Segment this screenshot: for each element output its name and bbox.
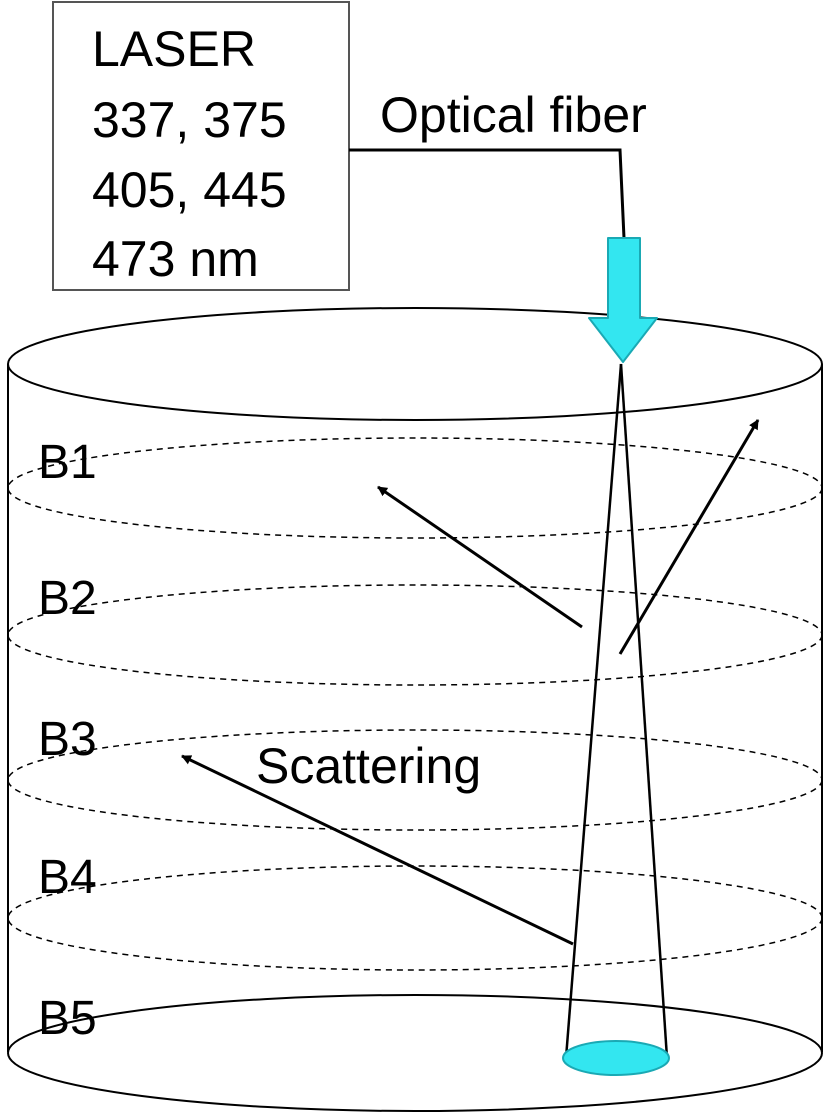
laser-box: LASER 337, 375 405, 445 473 nm [52,1,350,291]
layer-boundaries [7,437,823,971]
light-cone [564,363,669,1059]
incident-beam-arrow [588,237,658,363]
laser-box-line-1: LASER [92,21,256,77]
band-label-b4: B4 [38,851,97,904]
laser-box-line-2: 337, 375 [92,92,287,148]
cylinder-top-surface [7,307,823,421]
laser-box-frame [52,1,350,291]
band-label-b5: B5 [38,992,97,1045]
laser-box-line-3: 405, 445 [92,162,287,218]
layer-boundary-b1 [7,437,823,539]
scatter-arrow-upper-right [618,419,760,655]
cylinder-bottom-surface [7,994,823,1112]
band-label-b2: B2 [38,572,97,625]
scatter-arrows [181,419,760,946]
scatter-arrow-lower-left [181,754,574,946]
scatter-arrow-upper-left [377,485,583,629]
beam-spot [562,1040,670,1076]
layer-boundary-b4 [7,865,823,971]
scattering-label: Scattering [256,738,481,794]
band-label-b1: B1 [38,436,97,489]
laser-box-line-4: 473 nm [92,231,259,287]
layer-boundary-b2 [7,584,823,686]
tissue-cylinder [7,307,823,1112]
layer-boundary-b3 [7,729,823,831]
band-label-b3: B3 [38,713,97,766]
optical-fiber-label: Optical fiber [380,87,647,143]
light-cone-left-edge [564,363,623,1059]
optical-fiber-line [349,148,626,239]
light-cone-right-edge [619,363,669,1059]
